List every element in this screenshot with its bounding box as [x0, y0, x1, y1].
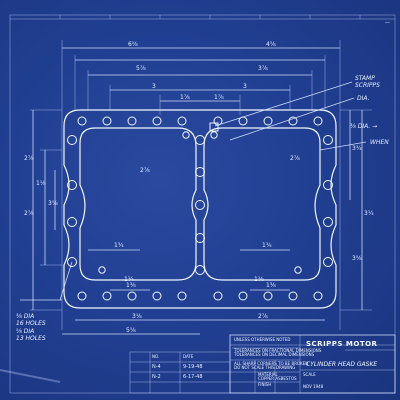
- tb-material: COPPER ASBESTOS: [258, 376, 297, 381]
- dim-top-overall-right: 4⅝: [266, 41, 276, 48]
- dim-bottom-3: 1⅜: [126, 282, 136, 289]
- revision-block: [129, 351, 231, 394]
- bolt-holes: [67, 116, 333, 301]
- note-left-holes-2: 13 HOLES: [16, 335, 46, 342]
- dim-lower-right: 1⅛: [254, 276, 264, 283]
- gasket-outline: [63, 109, 337, 309]
- note-left-dia-2: ⅝ DIA: [16, 328, 34, 335]
- note-left-dia-1: ⅜ DIA: [16, 313, 34, 320]
- note-sheet-ref: —: [385, 20, 390, 26]
- rev-no-2: N-2: [152, 374, 161, 380]
- dim-top-inner-right: 1⅞: [214, 94, 224, 101]
- note-stamp: STAMP: [355, 75, 375, 82]
- leader-lines: [20, 81, 367, 301]
- tb-scale-label: SCALE: [303, 372, 316, 377]
- water-port: [209, 122, 219, 132]
- dim-left-1: 2⅞: [24, 155, 34, 162]
- dim-right-1: 3¾: [352, 145, 362, 152]
- dim-right-2: 3¼: [364, 210, 374, 217]
- sheet-border: [9, 14, 396, 394]
- note-when: WHEN: [370, 139, 389, 146]
- combustion-opening-left: [79, 127, 197, 281]
- dim-bottom-1: 1¾: [114, 242, 124, 249]
- tb-drawing-title: CYLINDER HEAD GASKE: [306, 361, 377, 368]
- dim-top-third-left: 3: [152, 83, 156, 90]
- tb-notes-heading: UNLESS OTHERWISE NOTED: [234, 337, 290, 342]
- dim-top-inner-left: 1⅞: [180, 94, 190, 101]
- dim-lower-left: 1¼: [124, 276, 134, 283]
- note-left-holes-1: 16 HOLES: [16, 320, 46, 327]
- note-dia-short: ⅜ DIA. →: [350, 123, 377, 130]
- extension-lines: [30, 40, 372, 330]
- dim-left-2: 1⅛: [36, 180, 46, 187]
- dim-top-second-left: 5⅞: [136, 65, 146, 72]
- tb-drawing-no: NOV 1948: [303, 384, 324, 389]
- dimension-lines-side: [32, 110, 363, 310]
- dim-bottom-2: 1¾: [262, 242, 272, 249]
- tb-notes-line-3: ALL SHARP CORNERS TO BE BROKEN: [234, 361, 308, 366]
- dimension-lines-bottom: [62, 249, 325, 335]
- dim-bottom-5: 3⅛: [132, 313, 142, 320]
- tb-notes-line-4: DO NOT SCALE THIS DRAWING: [234, 365, 295, 370]
- rev-date-2: 6-17-48: [183, 374, 203, 380]
- dim-bottom-4: 1⅜: [266, 282, 276, 289]
- rev-col-no: NO.: [152, 354, 159, 359]
- rev-col-date: DATE: [183, 354, 194, 359]
- dim-top-third-right: 3: [243, 83, 247, 90]
- rev-no-1: N-4: [152, 364, 161, 370]
- dim-top-overall-left: 6⅝: [128, 41, 138, 48]
- rev-date-1: 9-19-48: [183, 364, 203, 370]
- frame-ticks: [59, 15, 361, 19]
- dim-right-3: 3⅝: [352, 255, 362, 262]
- dim-chamber-left: 2⅞: [140, 167, 150, 174]
- dim-chamber-right: 2⅞: [290, 155, 300, 162]
- note-dia: DIA.: [357, 95, 370, 102]
- dim-bottom-7: 5⅝: [126, 327, 136, 334]
- dim-left-3: 2⅞: [24, 210, 34, 217]
- combustion-opening-right: [203, 127, 321, 281]
- note-scripps: SCRIPPS: [355, 82, 380, 89]
- dim-bottom-6: 2⅞: [258, 313, 268, 320]
- tb-material-label: MATERIAL: [258, 372, 279, 377]
- dim-top-second-right: 3⅞: [258, 65, 268, 72]
- dimension-lines-top: [62, 47, 340, 102]
- tb-notes-line-2: TOLERANCES ON DECIMAL DIMENSIONS: [233, 352, 315, 357]
- dim-left-4: 3⅝: [48, 200, 58, 207]
- fold-mark: [0, 369, 61, 383]
- tb-company: SCRIPPS MOTOR: [306, 340, 378, 348]
- tb-finish-label: FINISH: [258, 382, 271, 387]
- tb-notes-line-1: TOLERANCES ON FRACTIONAL DIMENSIONS: [233, 348, 322, 353]
